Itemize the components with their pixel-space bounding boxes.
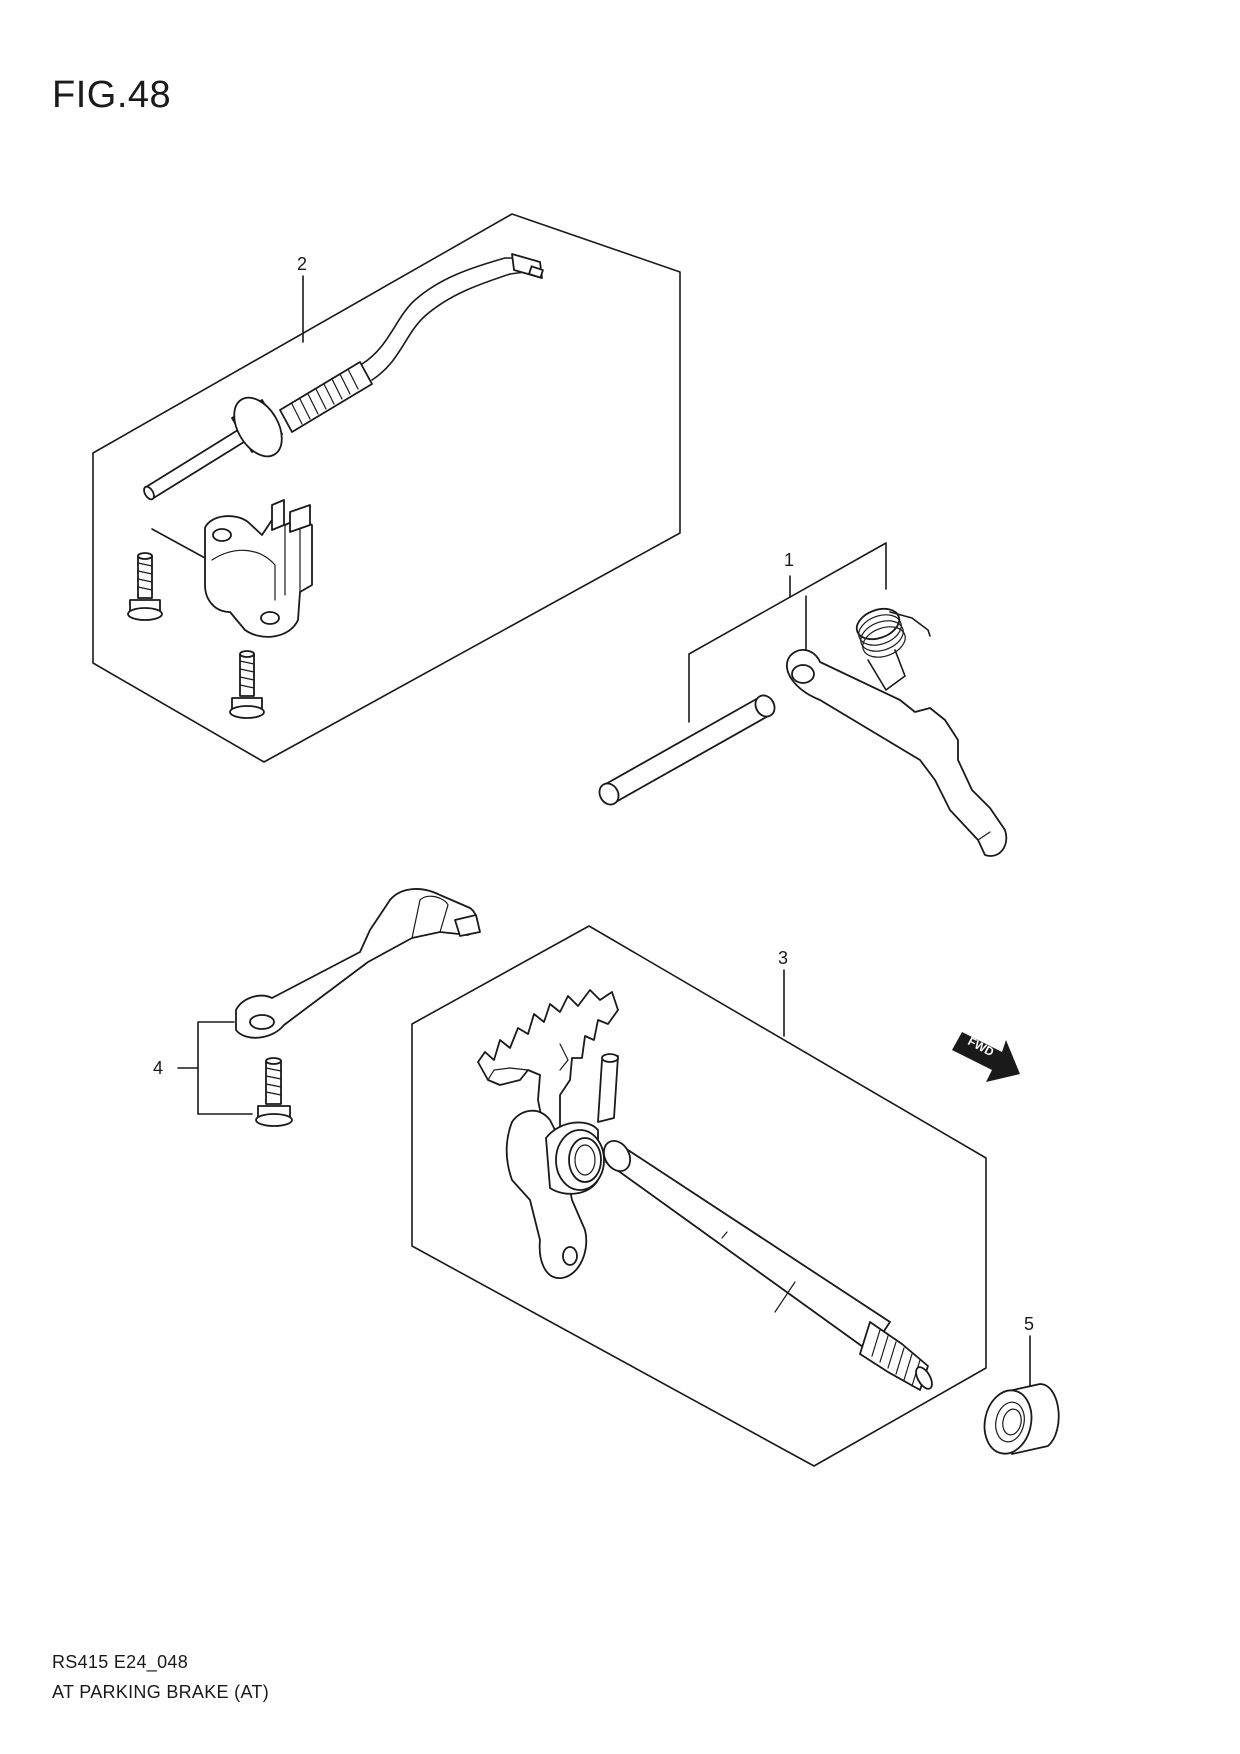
bracket-bolt-upper: [127, 552, 163, 621]
shaft-thread: [859, 1321, 933, 1391]
oil-seal: 5: [983, 1314, 1060, 1455]
callout-3-label: 3: [778, 948, 788, 968]
link-bolt: [255, 1057, 293, 1127]
bracket-bolt-lower: [229, 650, 265, 719]
callout-5-label: 5: [1024, 1314, 1034, 1334]
fwd-direction-badge: FWD: [952, 1032, 1020, 1082]
lever-pin: [598, 694, 776, 806]
figure-title: FIG.48: [52, 74, 172, 116]
figure-caption: AT PARKING BRAKE (AT): [52, 1682, 269, 1702]
group-2-cable-assembly: 2: [92, 213, 681, 763]
sector-pin: [597, 1053, 619, 1123]
toothed-sector: [477, 989, 619, 1136]
callout-1-label: 1: [784, 550, 794, 570]
group-2-outline: [92, 213, 681, 763]
group-3-outline: [411, 925, 987, 1467]
fwd-arrow-icon: [952, 1032, 1020, 1082]
cable-bracket: [204, 499, 313, 638]
callout-2-label: 2: [297, 254, 307, 274]
group-4-link-assembly: 4: [153, 888, 481, 1127]
group-1-lever-assembly: 1: [598, 542, 1008, 857]
return-spring: [855, 607, 931, 691]
parking-lever: [785, 649, 1008, 857]
parking-brake-cable: [143, 253, 544, 501]
shaft-arm: [505, 1109, 605, 1279]
callout-4-label: 4: [153, 1058, 163, 1078]
drawing-code: RS415 E24_048: [52, 1652, 189, 1672]
link-rod: [235, 888, 481, 1039]
group-3-shaft-assembly: 3: [411, 925, 987, 1467]
parking-shaft: [602, 1140, 891, 1353]
